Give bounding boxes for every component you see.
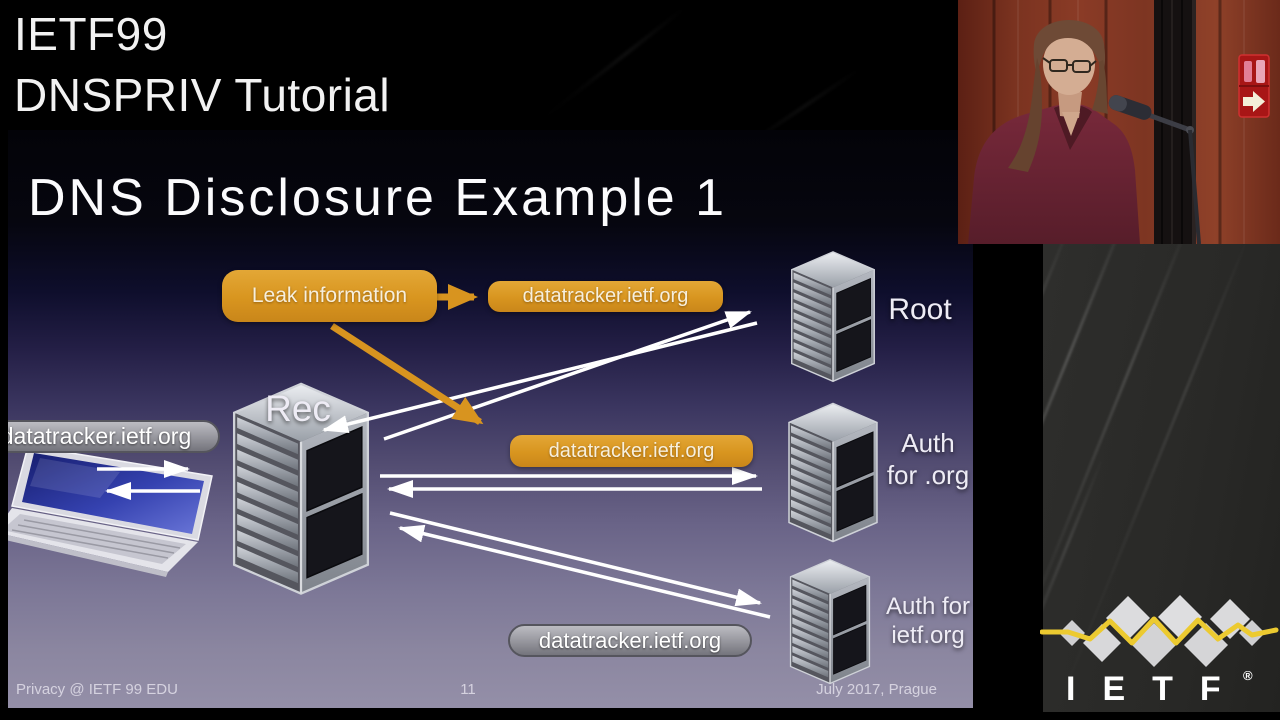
leak-callout-label: Leak information (251, 284, 408, 307)
logo-zigzag-line (1040, 616, 1279, 646)
ietf-logo-icon (1040, 595, 1279, 667)
footer-date-location: July 2017, Prague (816, 681, 937, 698)
presentation-slide: DNS Disclosure Example 1 (8, 130, 973, 708)
leaked-query-root-box: datatracker.ietf.org (488, 281, 723, 312)
final-query-label: datatracker.ietf.org (538, 627, 722, 653)
speaker-person (968, 20, 1140, 244)
footer-event: Privacy @ IETF 99 EDU (16, 681, 178, 698)
speaker-scene (958, 0, 1280, 244)
exit-sign-icon (1238, 54, 1270, 118)
recursive-label: Rec (265, 388, 331, 429)
microphone-icon (1108, 95, 1201, 244)
client-query-label: datatracker.ietf.org (8, 423, 192, 449)
ietf-wordmark: IETF (1066, 670, 1248, 708)
speaker-hair (1033, 20, 1106, 76)
speaker-video (958, 0, 1280, 244)
speaker-shirt (968, 103, 1140, 244)
slide-title: DNS Disclosure Example 1 (28, 169, 728, 227)
leaked-query-org-label: datatracker.ietf.org (548, 439, 715, 462)
client-query-box: datatracker.ietf.org (8, 420, 220, 453)
root-label: Root (888, 293, 952, 326)
footer-page-number: 11 (460, 681, 476, 698)
stream-title-line2: DNSPRIV Tutorial (14, 68, 391, 121)
leaked-query-org-box: datatracker.ietf.org (510, 435, 753, 467)
leak-callout: Leak information (222, 270, 437, 322)
auth-org-label: Auth for .org (872, 428, 973, 491)
final-query-box: datatracker.ietf.org (508, 624, 752, 657)
registered-mark: ® (1243, 668, 1253, 683)
stream-title-line1: IETF99 (14, 8, 168, 60)
smoke-streak (535, 5, 688, 125)
stream-title: IETF99 DNSPRIV Tutorial (14, 4, 390, 125)
auth-org-line1: Auth (901, 428, 955, 458)
white-query-arrows (97, 310, 771, 619)
speaker-glasses (1042, 57, 1097, 73)
auth-org-line2: for .org (886, 459, 970, 490)
auth-ietf-line2: ietf.org (891, 622, 965, 650)
auth-ietf-line1: Auth for (885, 593, 971, 620)
leaked-query-root-label: datatracker.ietf.org (522, 285, 689, 307)
auth-ietf-label: Auth for ietf.org (878, 592, 973, 651)
diagram-arrows (97, 284, 771, 619)
